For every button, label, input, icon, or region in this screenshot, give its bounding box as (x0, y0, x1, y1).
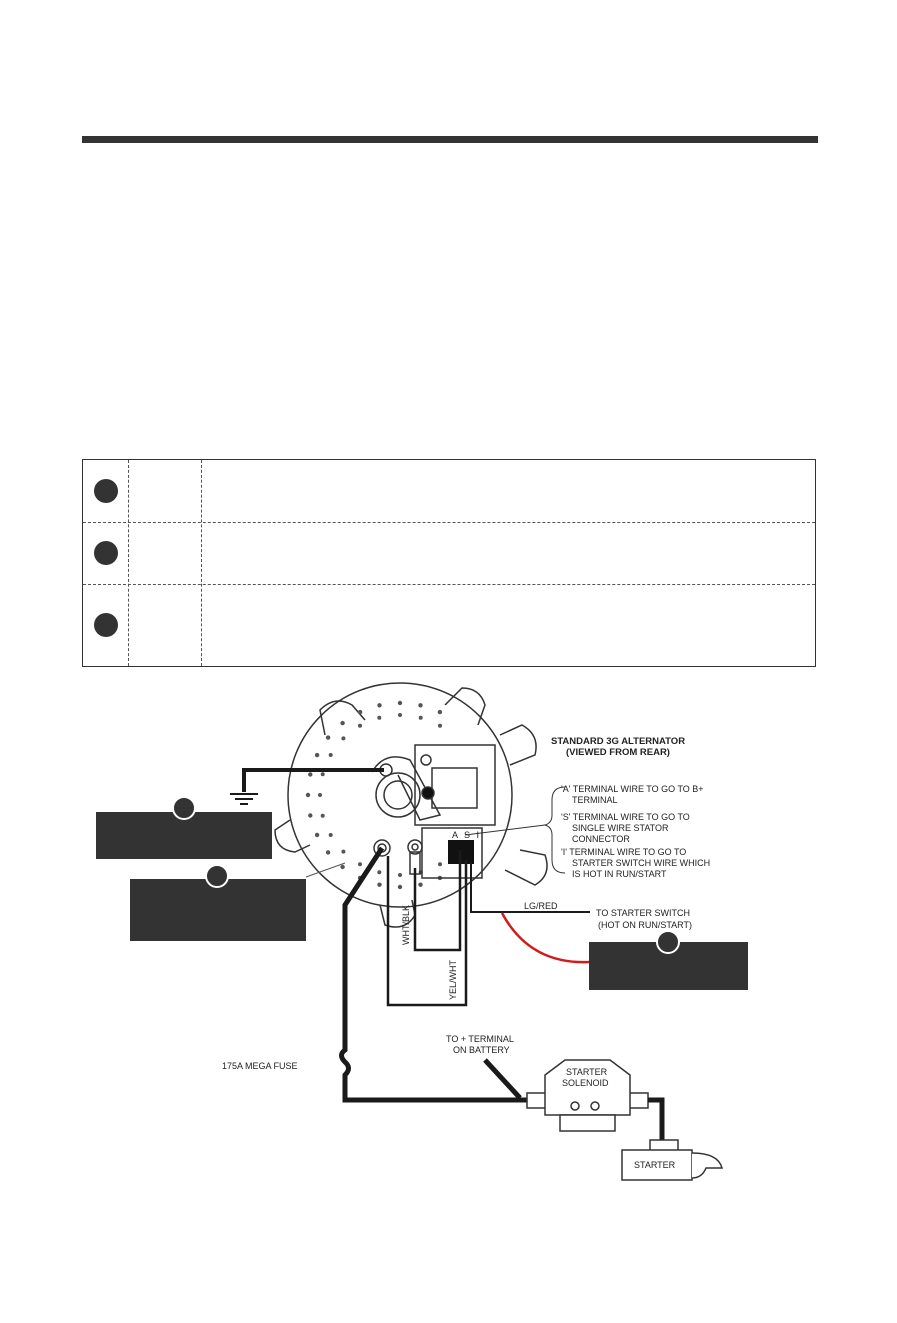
alternator-subtitle: (VIEWED FROM REAR) (566, 747, 670, 758)
lg-red-wire (470, 862, 590, 913)
vent-hole (357, 709, 363, 715)
vent-hole (340, 864, 345, 870)
ground-wire (230, 768, 384, 805)
vent-hole (328, 753, 333, 757)
lg-red-label: LG/RED (524, 901, 558, 911)
vent-hole (358, 723, 362, 728)
vent-hole (341, 849, 346, 854)
vent-hole (397, 884, 403, 890)
note-line: CONNECTOR (572, 834, 630, 844)
note-line: 'S' TERMINAL WIRE TO GO TO (561, 812, 690, 822)
vent-hole (377, 870, 382, 875)
column-divider (201, 460, 202, 666)
vent-hole (340, 720, 345, 726)
vent-hole (320, 772, 325, 777)
vent-hole (377, 715, 382, 720)
vent-hole (438, 723, 442, 728)
alternator-title: STANDARD 3G ALTERNATOR (551, 736, 685, 747)
vent-hole (398, 873, 402, 877)
vent-hole (320, 813, 325, 818)
solenoid-label: STARTER (566, 1067, 608, 1077)
vent-hole (418, 882, 423, 887)
red-wire (500, 912, 591, 964)
vent-hole (314, 752, 320, 758)
note-line: IS HOT IN RUN/START (572, 869, 667, 879)
step-3-marker (94, 613, 118, 637)
vent-hole (437, 709, 443, 715)
starter-solenoid (526, 1059, 649, 1132)
notes-bracket (464, 786, 566, 874)
starter-switch-label: (HOT ON RUN/START) (598, 920, 692, 930)
note-line: 'I' TERMINAL WIRE TO GO TO (561, 847, 686, 857)
battery-terminal-label: TO + TERMINAL (446, 1034, 514, 1044)
vent-hole (358, 862, 362, 867)
vent-hole (328, 833, 333, 837)
step-1-marker (94, 479, 118, 503)
vent-hole (341, 736, 346, 741)
solenoid-label: SOLENOID (562, 1078, 609, 1088)
battery-terminal-label: ON BATTERY (453, 1045, 510, 1055)
fuse-label: 175A MEGA FUSE (222, 1061, 298, 1071)
table-row (83, 522, 815, 585)
terminal-posts (373, 763, 423, 875)
vent-hole (418, 703, 423, 708)
starter-motor (621, 1139, 723, 1181)
note-line: SINGLE WIRE STATOR (572, 823, 669, 833)
vent-hole (377, 882, 382, 887)
vent-hole (314, 832, 320, 838)
vent-hole (308, 772, 313, 777)
legend-table (82, 459, 816, 667)
regulator-area (371, 744, 496, 879)
vent-hole (418, 715, 423, 720)
signal-wires (386, 850, 468, 1007)
vent-hole (318, 793, 322, 797)
step-2-marker (94, 541, 118, 565)
note-line: STARTER SWITCH WIRE WHICH (572, 858, 710, 868)
yel-wht-label: YEL/WHT (448, 959, 458, 1000)
vent-hole (397, 700, 403, 706)
vent-hole (325, 850, 331, 855)
vent-hole (325, 735, 331, 740)
table-row (83, 584, 815, 668)
vent-hole (398, 713, 402, 717)
vent-hole (305, 792, 311, 798)
starter-cable (648, 1097, 665, 1145)
vent-hole (377, 703, 382, 708)
alternator-housing (274, 682, 548, 928)
terminal-letters: A S I (452, 830, 481, 840)
b-plus-wire (339, 846, 530, 1103)
label-boxes (96, 796, 748, 990)
vent-hole (308, 813, 313, 818)
column-divider (128, 460, 129, 666)
note-line: TERMINAL (572, 795, 618, 805)
starter-label: STARTER (634, 1160, 676, 1170)
vent-hole (438, 862, 442, 867)
note-line: 'A' TERMINAL WIRE TO GO TO B+ (561, 784, 704, 794)
wht-blk-label: WHT/BLK (401, 905, 411, 945)
header-rule (82, 136, 818, 143)
starter-switch-label: TO STARTER SWITCH (596, 908, 690, 918)
battery-lead (483, 1058, 522, 1100)
table-row (83, 460, 815, 522)
